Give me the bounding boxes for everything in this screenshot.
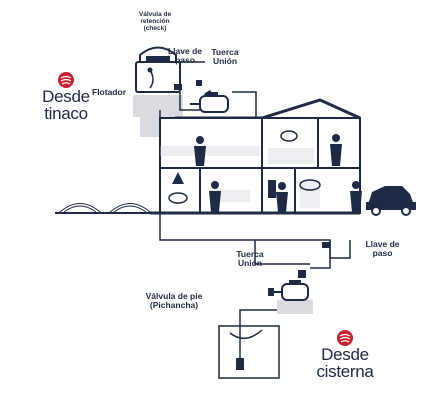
brand-desde-tinaco: Desde tinaco (36, 72, 96, 122)
brand-text: Desde cisterna (316, 346, 373, 380)
label-tuerca-union-bottom: Tuerca Unión (230, 250, 270, 268)
label-tuerca-union-top: Tuerca Unión (205, 48, 245, 66)
brand-desde-cisterna: Desde cisterna (313, 330, 377, 380)
pump-lower (268, 280, 313, 314)
foot-valve (236, 358, 244, 370)
label-valvula-pie: Válvula de pie (Pichancha) (140, 292, 208, 310)
label-flotador: Flotador (92, 88, 136, 97)
house-structure (150, 100, 360, 213)
garden-sprinklers (55, 204, 160, 214)
brand-logo-icon (337, 330, 353, 346)
cisterna (219, 326, 279, 378)
lower-valves (298, 242, 330, 278)
car (366, 186, 416, 215)
brand-text: Desde tinaco (42, 88, 90, 122)
label-llave-paso-right: Llave de paso (360, 240, 405, 258)
brand-logo-icon (58, 72, 74, 88)
pump-upper (190, 92, 228, 112)
label-llave-paso-top: Llave de paso (165, 47, 205, 65)
label-valvula-retencion: Válvula de retención (check) (125, 12, 185, 32)
